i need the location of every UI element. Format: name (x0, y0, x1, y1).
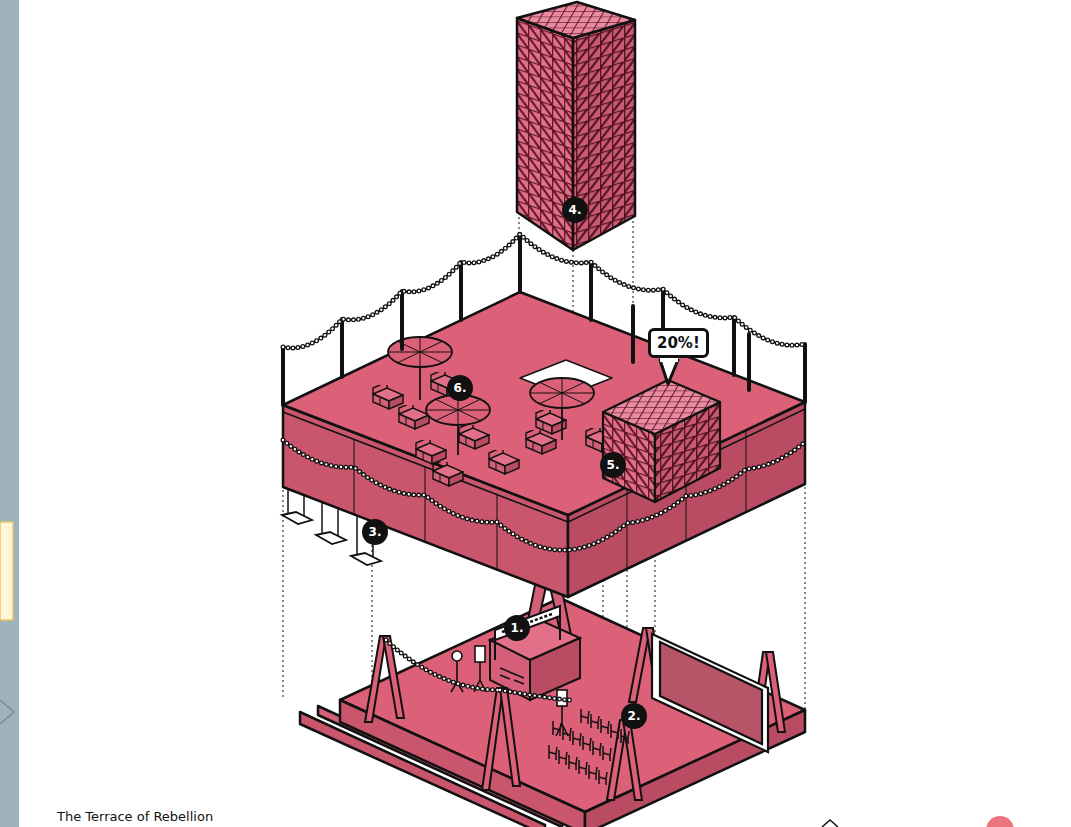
cinema-screen (652, 634, 768, 752)
garland-chains (283, 234, 805, 348)
speech-bubble: 20%! (648, 328, 709, 358)
lower-deck (300, 598, 805, 827)
callout-number: 3. (362, 519, 388, 545)
callout-number: 4. (562, 197, 588, 223)
upper-deck (283, 292, 805, 597)
a-frame-posts (365, 628, 785, 800)
front-chains (283, 440, 805, 550)
lattice-cube (603, 380, 720, 502)
lounge-furniture (373, 369, 616, 486)
bubble-text: 20%! (657, 334, 700, 352)
bubble-tail (660, 354, 678, 384)
lattice-tower (517, 2, 635, 250)
railing-posts (283, 234, 805, 405)
chairs (549, 709, 629, 785)
dj-booth (490, 606, 580, 700)
callout-number: 1. (504, 615, 530, 641)
lower-chains (386, 640, 570, 700)
callout-number: 6. (447, 375, 473, 401)
projection-lines (283, 212, 805, 760)
page-band (0, 0, 1014, 827)
callout-number: 2. (621, 703, 647, 729)
caption: The Terrace of Rebellion (57, 809, 213, 824)
callout-number: 5. (600, 452, 626, 478)
umbrellas (388, 337, 594, 455)
